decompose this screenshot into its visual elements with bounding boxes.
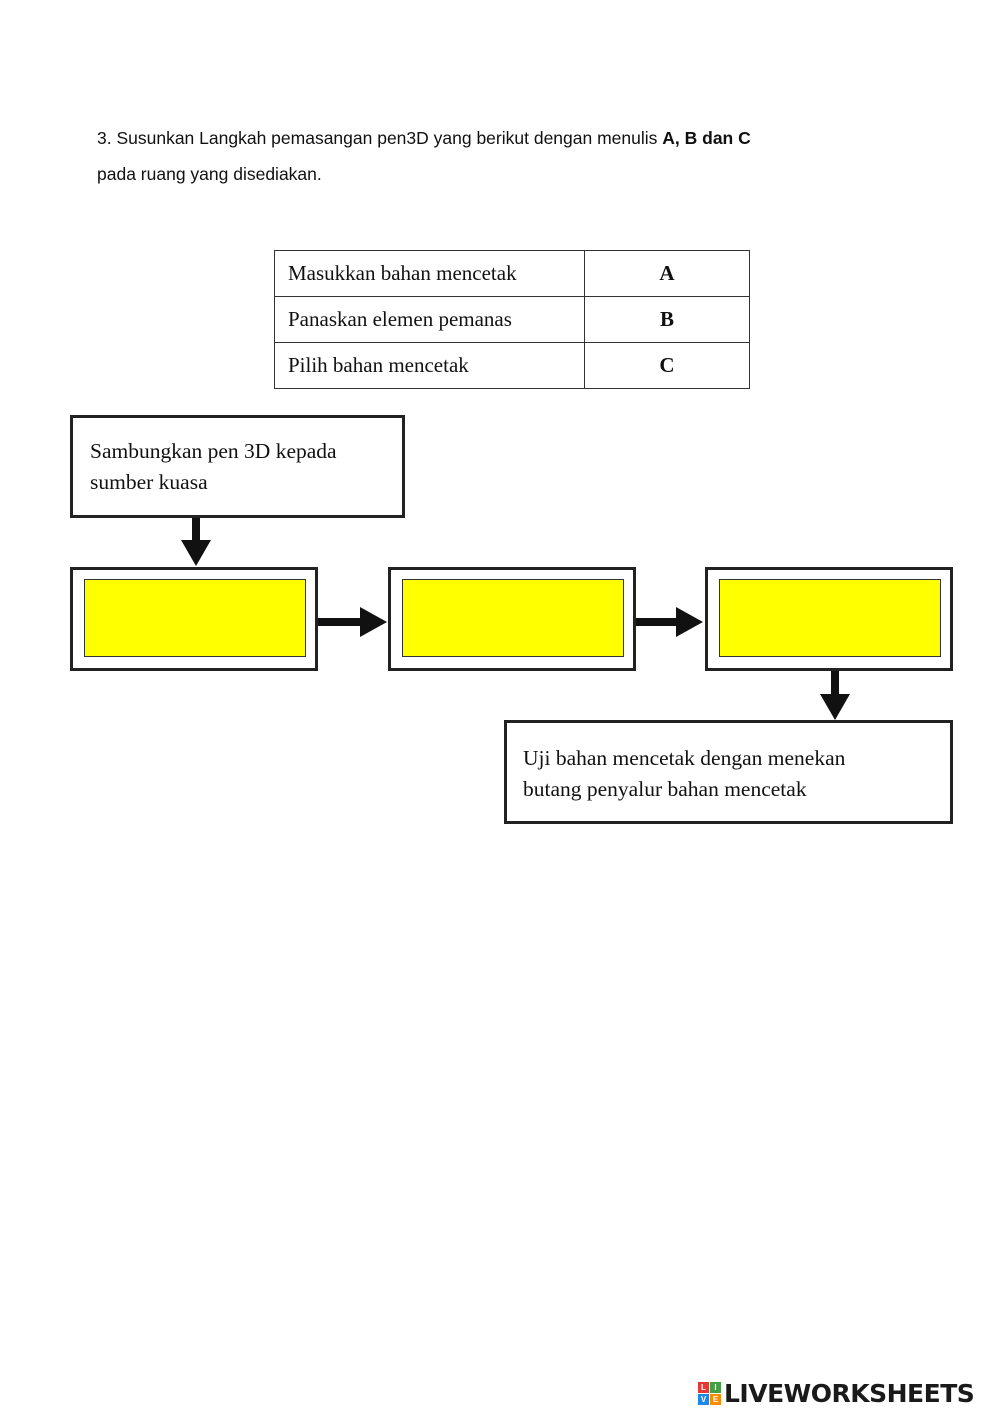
question-line-2: pada ruang yang disediakan. [97, 164, 322, 184]
arrow-down-icon [181, 518, 211, 566]
flow-end-line-1: Uji bahan mencetak dengan menekan [523, 746, 846, 770]
option-step: Pilih bahan mencetak [274, 342, 585, 389]
option-code: B [584, 296, 750, 343]
question-line-1: 3. Susunkan Langkah pemasangan pen3D yan… [97, 128, 751, 148]
option-step: Masukkan bahan mencetak [274, 250, 585, 297]
options-row: Panaskan elemen pemanas B [274, 296, 750, 343]
answer-box-2 [388, 567, 636, 671]
answer-input-3[interactable] [719, 579, 941, 657]
arrow-down-icon [820, 671, 850, 720]
flow-start-box: Sambungkan pen 3D kepada sumber kuasa [70, 415, 405, 518]
answer-input-2[interactable] [402, 579, 624, 657]
flow-start-line-1: Sambungkan pen 3D kepada [90, 439, 337, 463]
option-code: A [584, 250, 750, 297]
flow-end-line-2: butang penyalur bahan mencetak [523, 777, 807, 801]
answer-box-1 [70, 567, 318, 671]
liveworksheets-logo-icon: L I V E [698, 1381, 721, 1405]
question-bold-letters: A, B dan C [662, 128, 751, 148]
option-code: C [584, 342, 750, 389]
brand-name: LIVEWORKSHEETS [724, 1378, 975, 1408]
options-table: Masukkan bahan mencetak A Panaskan eleme… [274, 250, 750, 389]
arrow-right-icon [636, 607, 703, 637]
flow-start-line-2: sumber kuasa [90, 470, 208, 494]
options-row: Pilih bahan mencetak C [274, 342, 750, 389]
option-step: Panaskan elemen pemanas [274, 296, 585, 343]
arrow-right-icon [318, 607, 387, 637]
answer-input-1[interactable] [84, 579, 306, 657]
answer-box-3 [705, 567, 953, 671]
footer-brand: L I V E LIVEWORKSHEETS [698, 1378, 975, 1408]
flow-end-box: Uji bahan mencetak dengan menekan butang… [504, 720, 953, 824]
options-row: Masukkan bahan mencetak A [274, 250, 750, 297]
question-text: 3. Susunkan Langkah pemasangan pen3D yan… [97, 120, 897, 192]
